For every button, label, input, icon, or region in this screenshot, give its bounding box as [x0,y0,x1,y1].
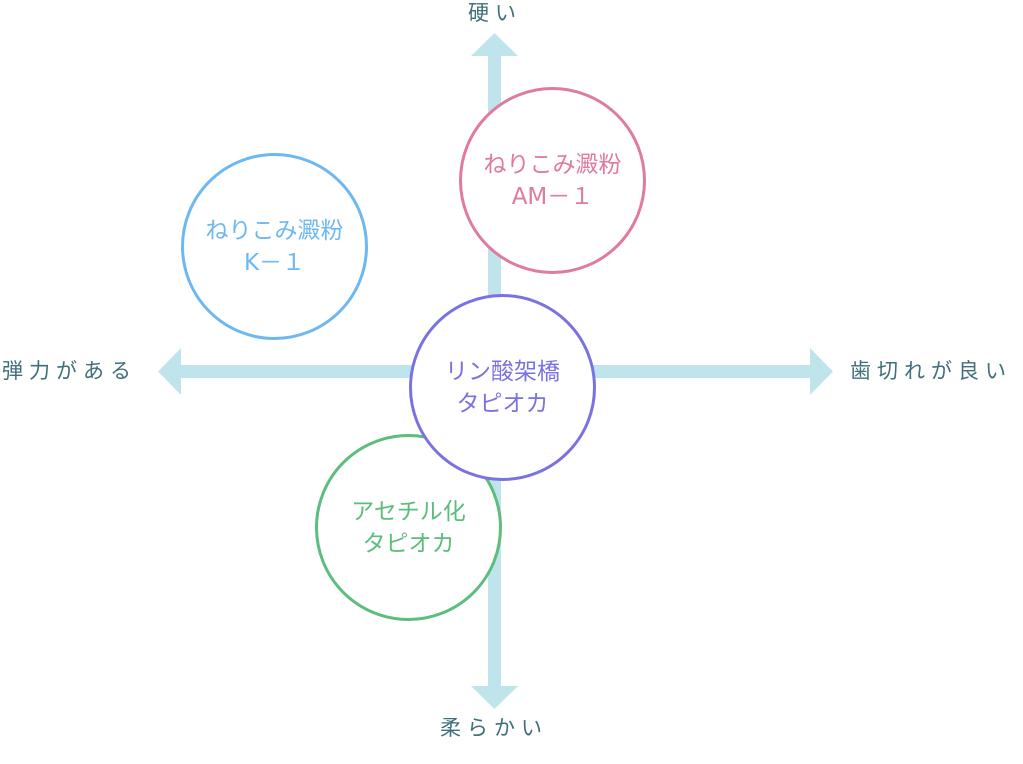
node-label-line2: AM－１ [511,183,594,210]
arrow-right-icon [810,348,833,395]
node-label-line1: ねりこみ澱粉 [483,151,622,178]
axis-label-crisp-bite: 歯切れが良い [850,359,1012,383]
node-kneaded-starch-am1: ねりこみ澱粉 AM－１ [459,87,646,274]
arrow-up-icon [471,33,518,56]
axis-label-elastic: 弾力がある [2,359,137,383]
node-label-line1: ねりこみ澱粉 [205,217,344,244]
axis-label-soft: 柔らかい [440,716,548,740]
node-kneaded-starch-k1: ねりこみ澱粉 K－１ [181,153,368,340]
arrow-left-icon [158,348,181,395]
node-label-line2: タピオカ [362,530,455,557]
arrow-down-icon [471,686,518,709]
axis-label-hard: 硬い [468,1,522,25]
node-label-line1: リン酸架橋 [445,358,560,385]
node-acetylated-tapioca: アセチル化 タピオカ [315,434,502,621]
node-label-line2: K－１ [243,249,306,276]
node-phosphate-crosslinked-tapioca: リン酸架橋 タピオカ [409,294,596,481]
node-label-line2: タピオカ [456,390,549,417]
node-label-line1: アセチル化 [351,498,466,525]
